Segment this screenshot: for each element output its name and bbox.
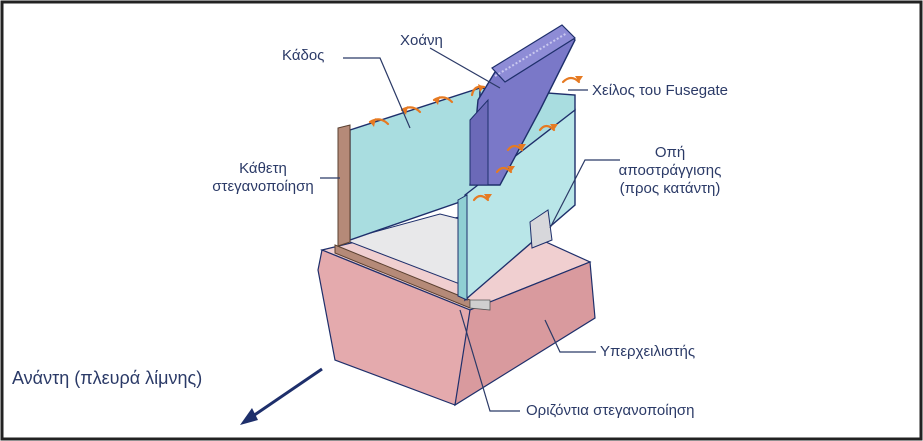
flow-arrow-6 — [538, 124, 556, 132]
label-katheti: Κάθετη στεγανοποίηση — [203, 160, 323, 196]
label-katheti-line2: στεγανοποίηση — [212, 178, 314, 195]
flow-arrows — [368, 76, 581, 202]
label-opi-line1: Οπή — [654, 144, 686, 161]
label-yperxeilistis: Υπερχειλιστής — [600, 343, 696, 360]
label-opi: Οπή αποστράγγισης (προς κατάντη) — [600, 144, 740, 198]
horizontal-seal-edge — [469, 299, 491, 311]
flow-arrowhead-9 — [484, 194, 492, 200]
leader-yperxeilistis — [544, 319, 596, 353]
label-xoani: Χοάνη — [400, 32, 443, 49]
flow-arrow-5 — [561, 76, 581, 84]
flow-arrowhead-7 — [518, 144, 526, 150]
funnel-chute-shadow — [469, 98, 489, 186]
flow-arrowhead-2 — [402, 106, 408, 115]
flow-arrowhead-6 — [550, 124, 558, 130]
leader-lines — [320, 47, 620, 412]
leader-xoani — [429, 47, 501, 89]
flow-arrowhead-5 — [575, 76, 583, 82]
label-katheti-line1: Κάθετη — [239, 160, 287, 177]
upstream-arrow-head — [240, 408, 258, 425]
flow-arrow-9 — [472, 194, 490, 202]
flow-arrow-8 — [495, 166, 513, 174]
label-orizontia: Οριζόντια στεγανοποίηση — [526, 402, 695, 419]
leader-opi — [549, 159, 620, 229]
label-anantis: Ανάντη (πλευρά λίμνης) — [12, 368, 203, 388]
vertical-seal — [337, 124, 351, 247]
spillway-right-face — [454, 261, 596, 407]
label-opi-line3: (προς κατάντη) — [619, 180, 721, 197]
leader-kados — [343, 57, 411, 129]
flow-arrowhead-3 — [434, 96, 440, 105]
label-kados: Κάδος — [282, 47, 325, 64]
flow-arrow-7 — [506, 144, 524, 152]
flow-arrowhead-4 — [478, 84, 484, 92]
flow-arrowhead-8 — [507, 166, 515, 172]
upstream-arrow — [240, 367, 323, 425]
upstream-arrow-shaft — [249, 367, 323, 420]
drain-hole — [529, 209, 553, 249]
flow-arrowhead-1 — [370, 118, 376, 127]
label-opi-line2: αποστράγγισης — [618, 162, 722, 179]
flow-arrowheads — [370, 76, 583, 200]
bucket-front-edge — [457, 194, 468, 301]
funnel-ridge — [494, 32, 568, 77]
label-xeilos: Χείλος του Fusegate — [592, 82, 729, 99]
leader-orizontia — [459, 309, 520, 412]
